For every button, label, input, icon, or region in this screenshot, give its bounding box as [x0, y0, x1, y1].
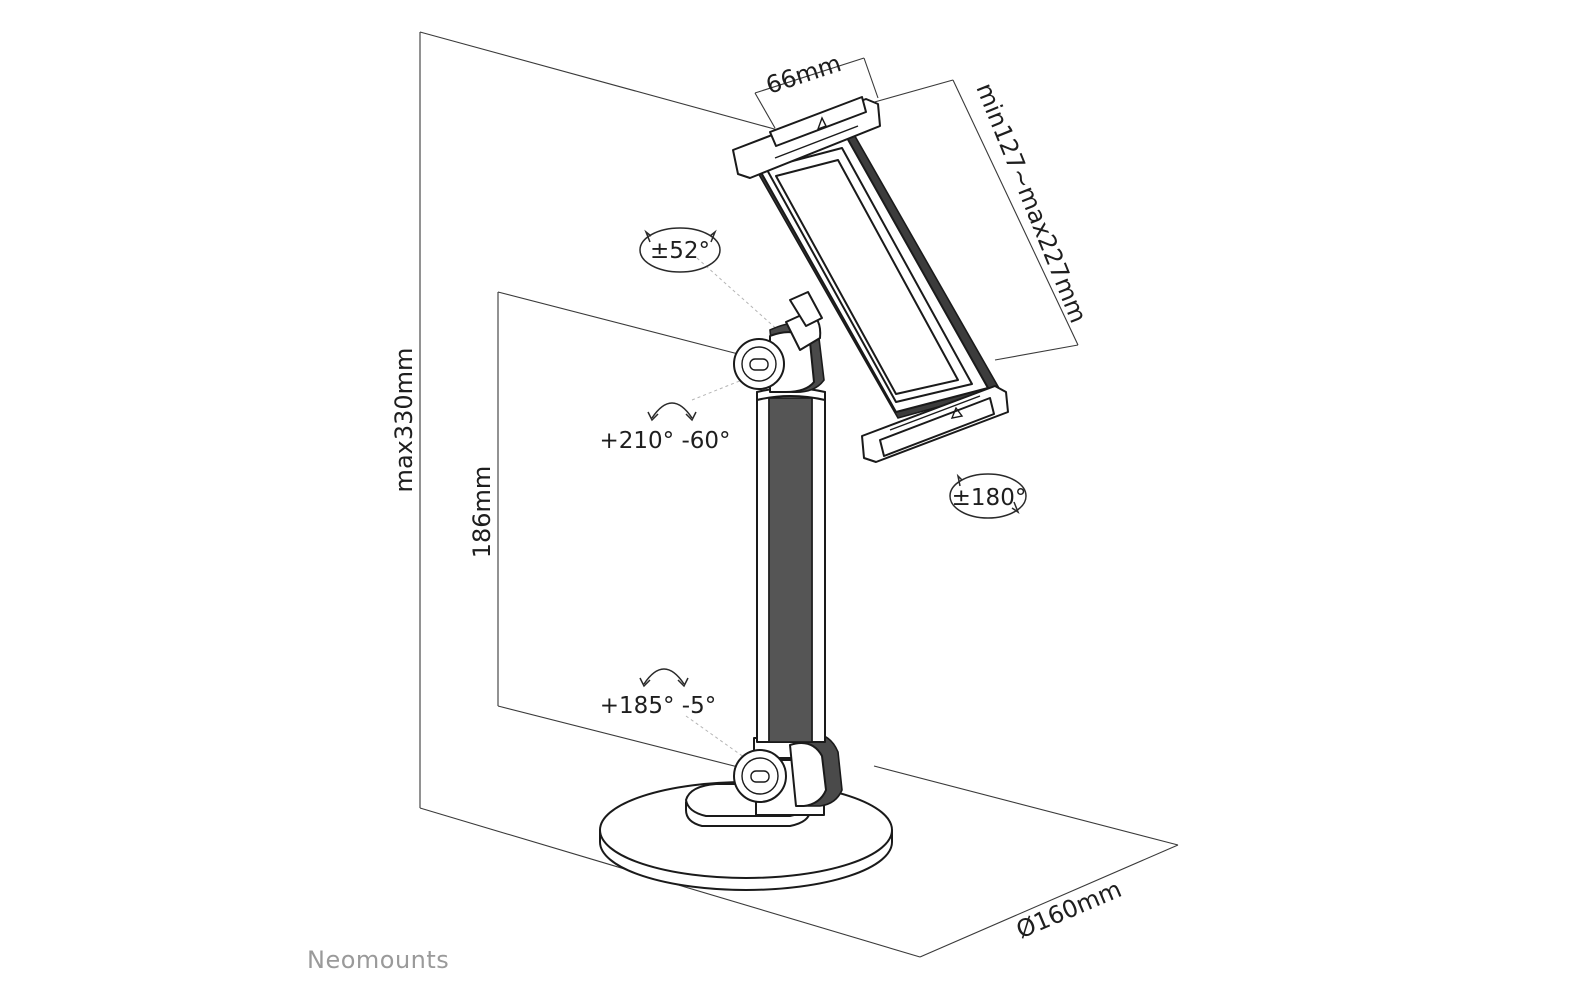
elbow-rotation-label: +210° -60°: [599, 428, 730, 454]
lower-joint: [733, 732, 843, 816]
width-clamp-label: 66mm: [762, 49, 844, 100]
head-tilt-label: ±52°: [650, 238, 710, 264]
max-height-label: max330mm: [390, 348, 418, 493]
arm-column: [756, 387, 826, 743]
rotation-label: ±180°: [952, 485, 1027, 511]
clamp-range-label: min127~max227mm: [970, 79, 1092, 327]
tablet-holder: [732, 96, 1009, 463]
arm-height-label: 186mm: [468, 466, 496, 559]
base-joint-rotation-label: +185° -5°: [600, 693, 716, 719]
brand-logo: Neomounts: [307, 946, 449, 974]
dimension-lines: [419, 31, 1179, 958]
rotation-indicators: [639, 227, 1027, 688]
